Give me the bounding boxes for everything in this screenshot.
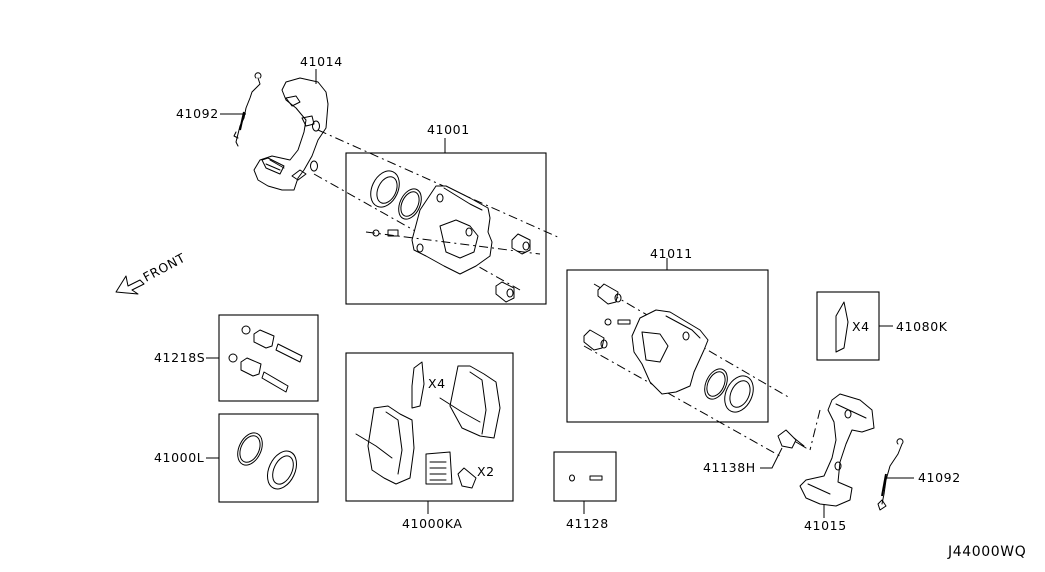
label-41000KA[interactable]: 41000KA <box>402 516 463 531</box>
assembly-line <box>317 129 561 239</box>
part-41138H-bolt[interactable] <box>777 429 807 449</box>
part-41092-sensor-left[interactable] <box>233 72 262 147</box>
label-41080K[interactable]: 41080K <box>896 319 948 334</box>
leader-41138H <box>760 447 783 469</box>
part-41001-caliper[interactable] <box>365 166 541 303</box>
part-41218S-pin-kit[interactable] <box>228 325 303 393</box>
part-41000L-seal-kit[interactable] <box>233 429 302 494</box>
label-41092-right[interactable]: 41092 <box>918 470 961 485</box>
part-41080K-shim[interactable]: X4 <box>835 301 870 353</box>
label-41000L[interactable]: 41000L <box>154 450 204 465</box>
label-41011[interactable]: 41011 <box>650 246 693 261</box>
label-41218S[interactable]: 41218S <box>154 350 205 365</box>
part-41014-bracket[interactable] <box>253 77 329 191</box>
part-41128-bleeder-kit[interactable] <box>569 474 603 482</box>
label-41015[interactable]: 41015 <box>804 518 847 533</box>
label-41128[interactable]: 41128 <box>566 516 609 531</box>
diagram-code: J44000WQ <box>947 544 1026 560</box>
label-41138H[interactable]: 41138H <box>703 460 756 475</box>
part-41015-bracket[interactable] <box>799 393 875 507</box>
arrow-down-left-icon <box>115 275 145 295</box>
part-box-41001 <box>345 152 547 305</box>
part-41000KA-pad-kit[interactable]: X4 X2 <box>355 361 501 489</box>
part-box-41218S <box>218 314 319 402</box>
part-box-41000KA <box>345 352 514 502</box>
quantity-x4-shim: X4 <box>852 319 870 334</box>
label-41092-left[interactable]: 41092 <box>176 106 219 121</box>
part-41011-caliper[interactable] <box>583 283 791 457</box>
part-box-41128 <box>553 451 617 502</box>
label-41014[interactable]: 41014 <box>300 54 343 69</box>
front-label: FRONT <box>140 250 187 285</box>
quantity-x2: X2 <box>477 464 495 479</box>
front-direction-indicator: FRONT <box>115 250 188 295</box>
part-41092-sensor-right[interactable] <box>877 438 904 511</box>
part-box-41000L <box>218 413 319 503</box>
quantity-x4: X4 <box>428 376 446 391</box>
label-41001[interactable]: 41001 <box>427 122 470 137</box>
